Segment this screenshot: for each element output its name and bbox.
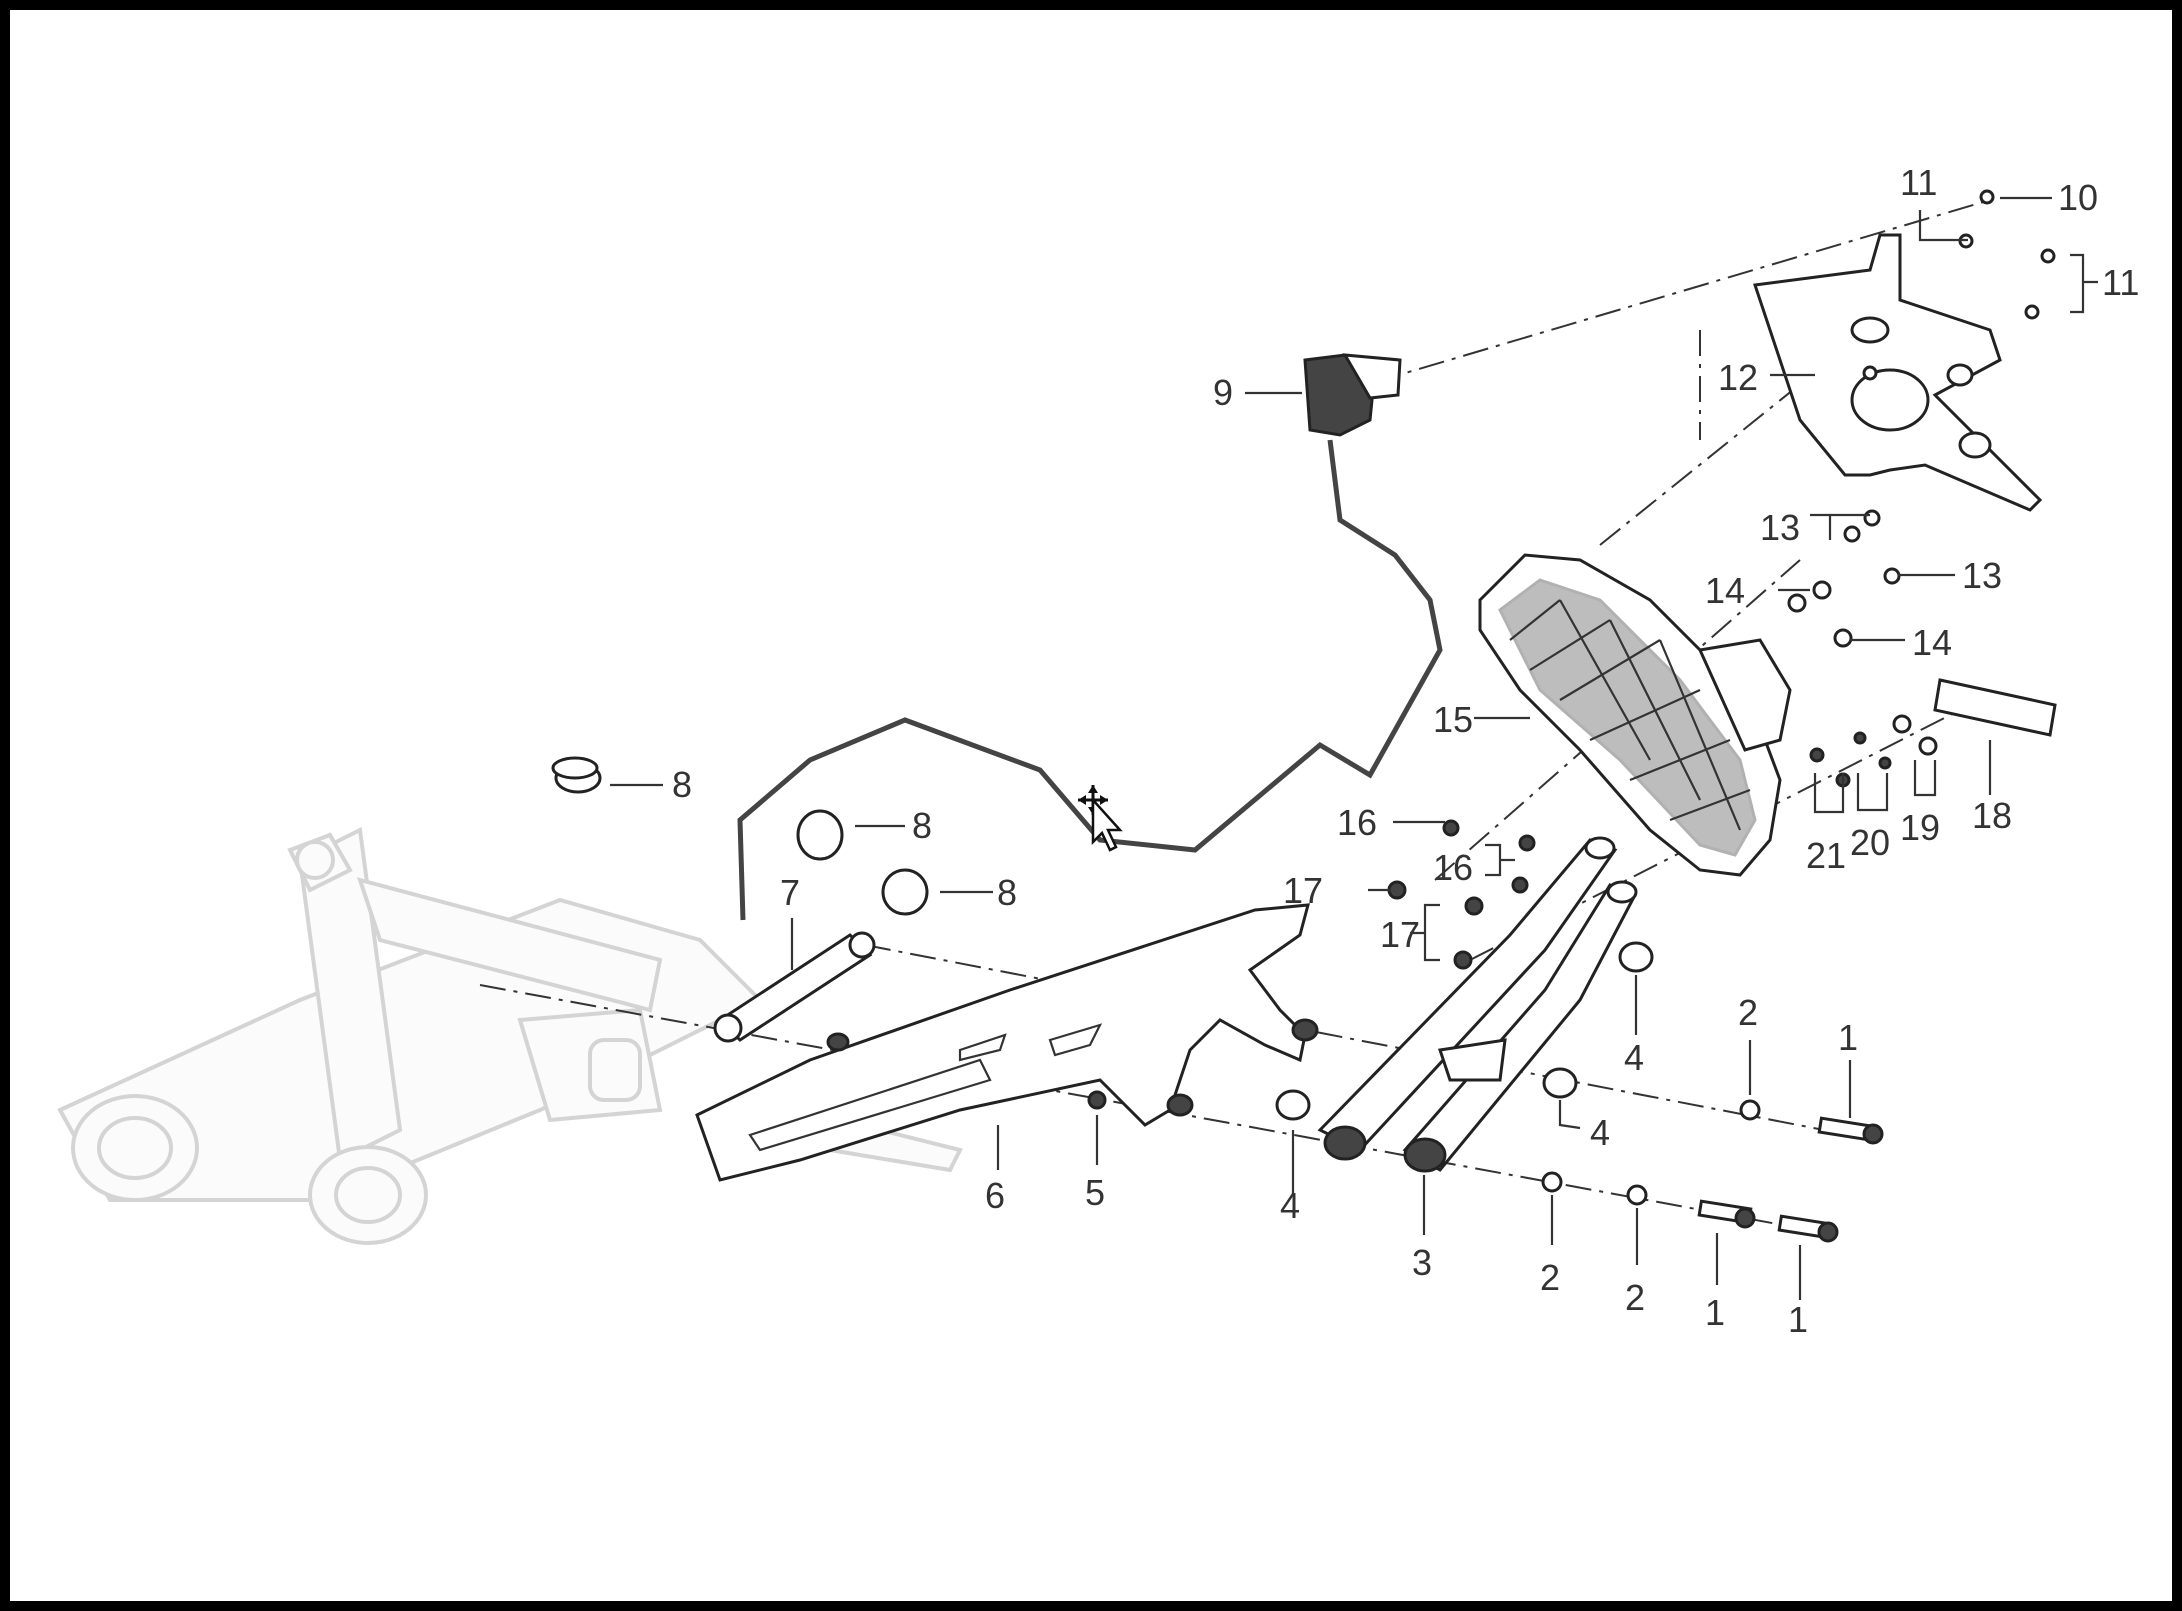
label-8-c: 8	[997, 872, 1017, 913]
label-14-left: 14	[1705, 570, 1745, 611]
fastener-parts	[1387, 189, 2056, 970]
label-4-b: 4	[1624, 1037, 1644, 1078]
label-17-mid: 17	[1380, 914, 1420, 955]
label-16-left: 16	[1337, 802, 1377, 843]
label-14-right: 14	[1912, 622, 1952, 663]
ghost-swingarm-frame	[57, 826, 963, 1245]
label-3: 3	[1412, 1242, 1432, 1283]
chain-guard-part	[695, 903, 1319, 1182]
label-13-left: 13	[1760, 507, 1800, 548]
leader-lines	[610, 196, 2098, 1300]
label-6: 6	[985, 1175, 1005, 1216]
label-2-b: 2	[1540, 1257, 1560, 1298]
label-12: 12	[1718, 357, 1758, 398]
label-8-b: 8	[912, 805, 932, 846]
bolt-parts	[1087, 1090, 1884, 1243]
label-11-top: 11	[1900, 162, 1937, 203]
label-1-a: 1	[1838, 1017, 1858, 1058]
label-21: 21	[1806, 835, 1846, 876]
label-5: 5	[1085, 1172, 1105, 1213]
tail-holder-part	[1478, 553, 1792, 877]
label-2-a: 2	[1738, 992, 1758, 1033]
label-9: 9	[1213, 372, 1233, 413]
label-4-c: 4	[1590, 1112, 1610, 1153]
wire-harness	[737, 439, 1443, 921]
label-20: 20	[1850, 822, 1890, 863]
label-10: 10	[2058, 177, 2098, 218]
label-4-a: 4	[1280, 1185, 1300, 1226]
move-cursor-icon	[1078, 785, 1123, 852]
label-8-a: 8	[672, 764, 692, 805]
cap-parts	[551, 756, 929, 916]
label-7: 7	[780, 872, 800, 913]
label-15: 15	[1433, 699, 1473, 740]
label-13-right: 13	[1962, 555, 2002, 596]
label-1-c: 1	[1788, 1299, 1808, 1340]
label-1-b: 1	[1705, 1292, 1725, 1333]
rear-light-part	[1303, 353, 1402, 437]
label-18: 18	[1972, 795, 2012, 836]
label-16-mid: 16	[1433, 847, 1473, 888]
label-2-c: 2	[1625, 1277, 1645, 1318]
spacer-parts	[1275, 941, 1654, 1121]
reflector-plate-part	[1933, 678, 2057, 737]
subframe-pipes-part	[1317, 836, 1638, 1173]
part-number-labels: 9 10 11 11 12 13 13 14 14 15 16 16 17 17…	[672, 162, 2139, 1340]
label-11-right: 11	[2102, 262, 2139, 303]
label-19: 19	[1900, 807, 1940, 848]
license-bracket-part	[1753, 233, 2043, 512]
rod-part	[713, 931, 876, 1043]
label-17-left: 17	[1283, 870, 1323, 911]
